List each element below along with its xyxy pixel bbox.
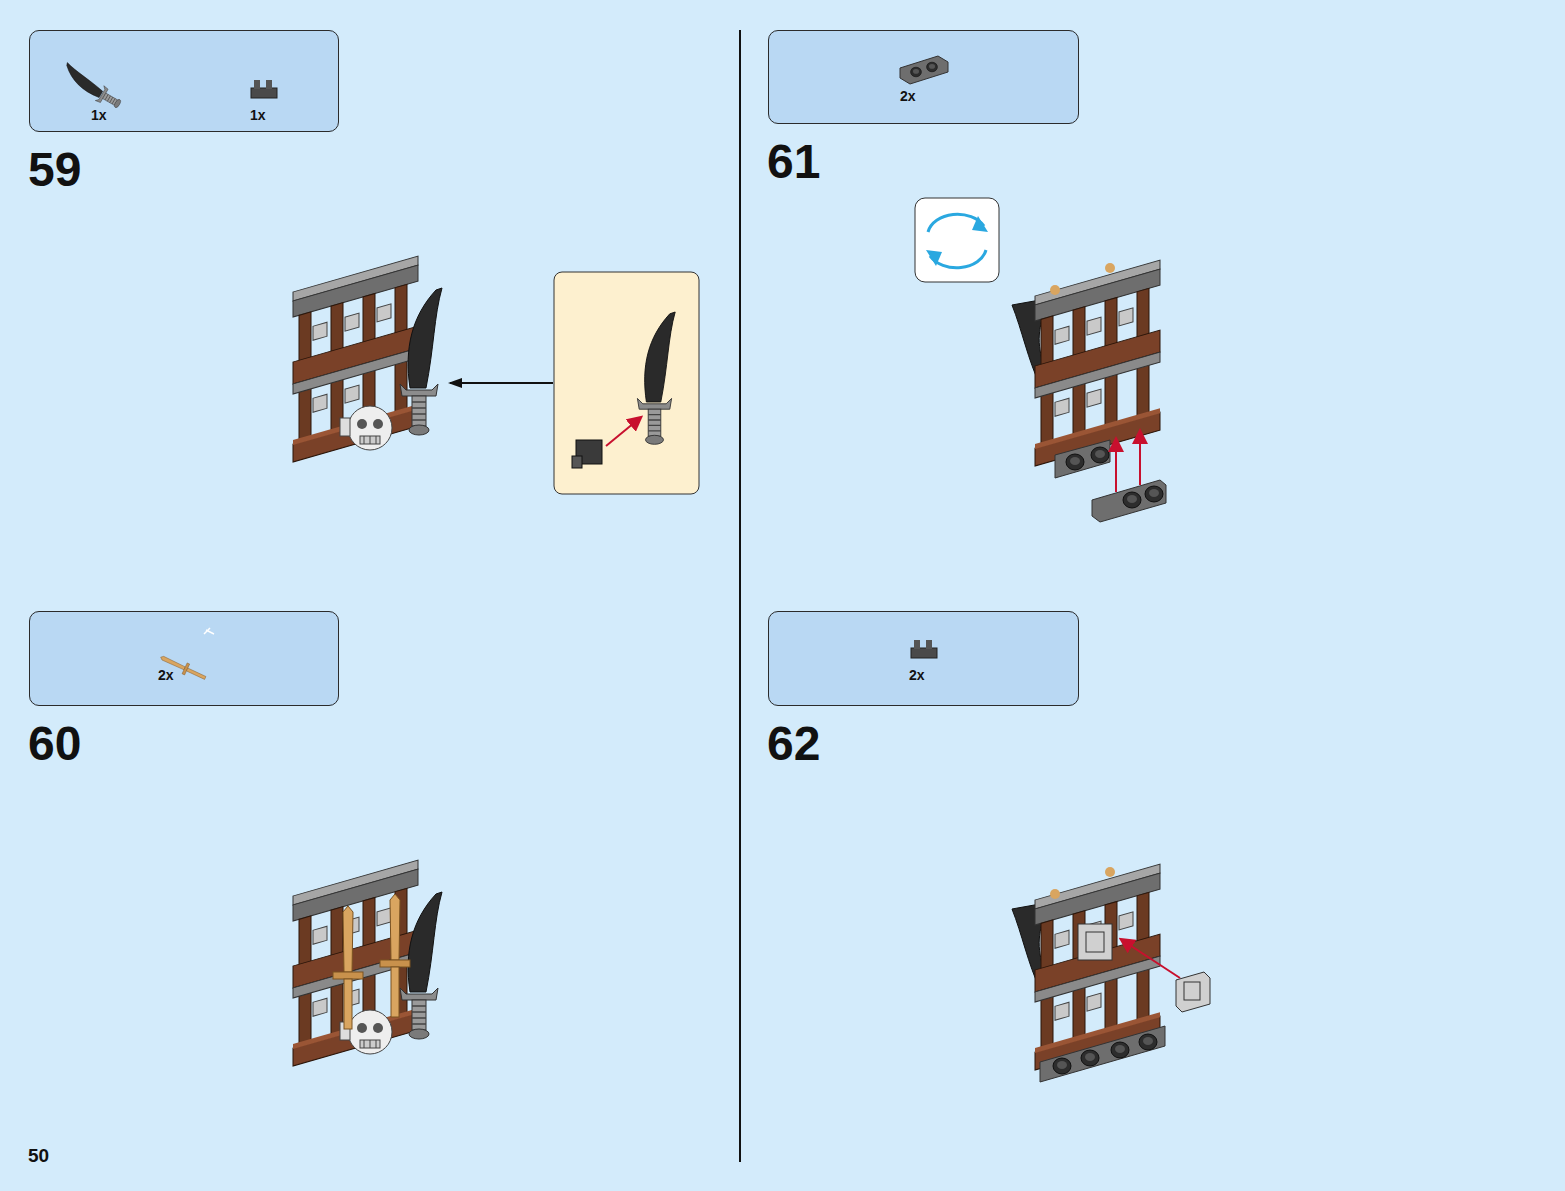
step-number: 61 [767,134,820,189]
parts-box: 2x [768,30,1079,124]
part-quantity: 2x [900,88,916,104]
part-quantity: 1x [250,107,266,123]
parts-box: 1x 1x [29,30,339,132]
page-number: 50 [28,1145,49,1167]
step-number: 59 [28,142,81,197]
parts-box: 2x [29,611,339,706]
part-quantity: 2x [158,667,174,683]
part-quantity: 2x [909,667,925,683]
part-quantity: 1x [91,107,107,123]
step-number: 60 [28,716,81,771]
step-number: 62 [767,716,820,771]
parts-box: 2x [768,611,1079,706]
